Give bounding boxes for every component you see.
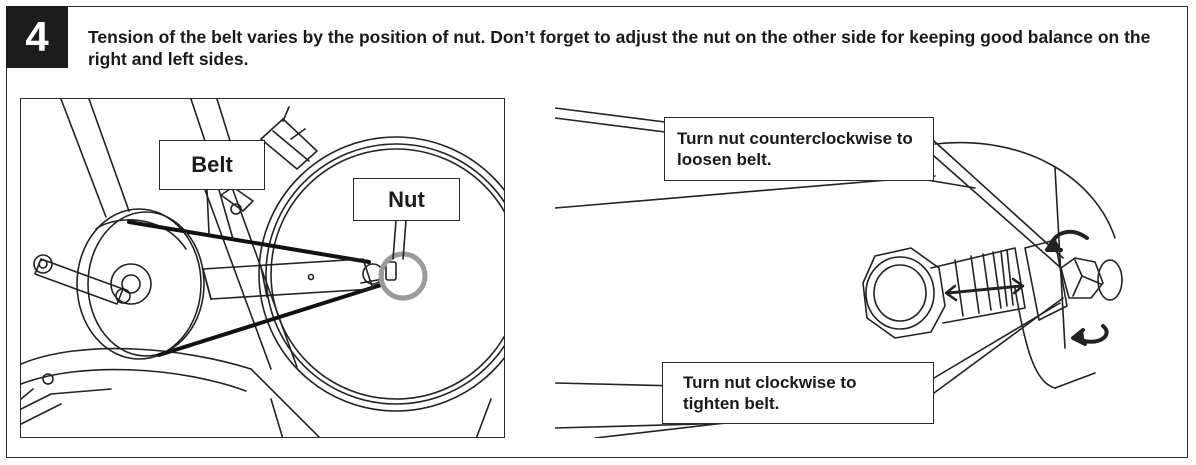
adjuster-nut: [360, 261, 397, 285]
step-number-badge: 4: [6, 6, 68, 68]
flywheel: [258, 136, 504, 412]
loosen-callout: Turn nut counterclockwise to loosen belt…: [664, 117, 934, 181]
instruction-frame: [6, 6, 1188, 458]
instruction-text: Tension of the belt varies by the positi…: [88, 27, 1151, 69]
brake-clamp: [220, 106, 318, 215]
bike-overview-figure: Belt Nut: [20, 98, 505, 438]
nut-callout: Nut: [353, 178, 460, 221]
nut-highlight-circle: [378, 251, 428, 301]
clockwise-arrow-icon: [1071, 324, 1109, 346]
axle-hex-nut: [862, 247, 946, 339]
double-headed-arrow-icon: [944, 277, 1025, 302]
tighten-callout: Turn nut clockwise to tighten belt.: [662, 362, 934, 424]
pulley: [76, 208, 205, 360]
adjust-hex-nut: [1060, 257, 1123, 301]
swing-arm: [202, 258, 374, 300]
leader-lines: [206, 189, 407, 260]
leader-lines: [933, 140, 1064, 394]
counterclockwise-arrow-icon: [1045, 229, 1089, 252]
threaded-rod: [930, 247, 1026, 324]
nut-closeup-figure: Turn nut counterclockwise to loosen belt…: [555, 98, 1180, 438]
crank-arm: [33, 254, 131, 305]
belt-callout: Belt: [159, 140, 265, 190]
belt: [127, 220, 383, 357]
